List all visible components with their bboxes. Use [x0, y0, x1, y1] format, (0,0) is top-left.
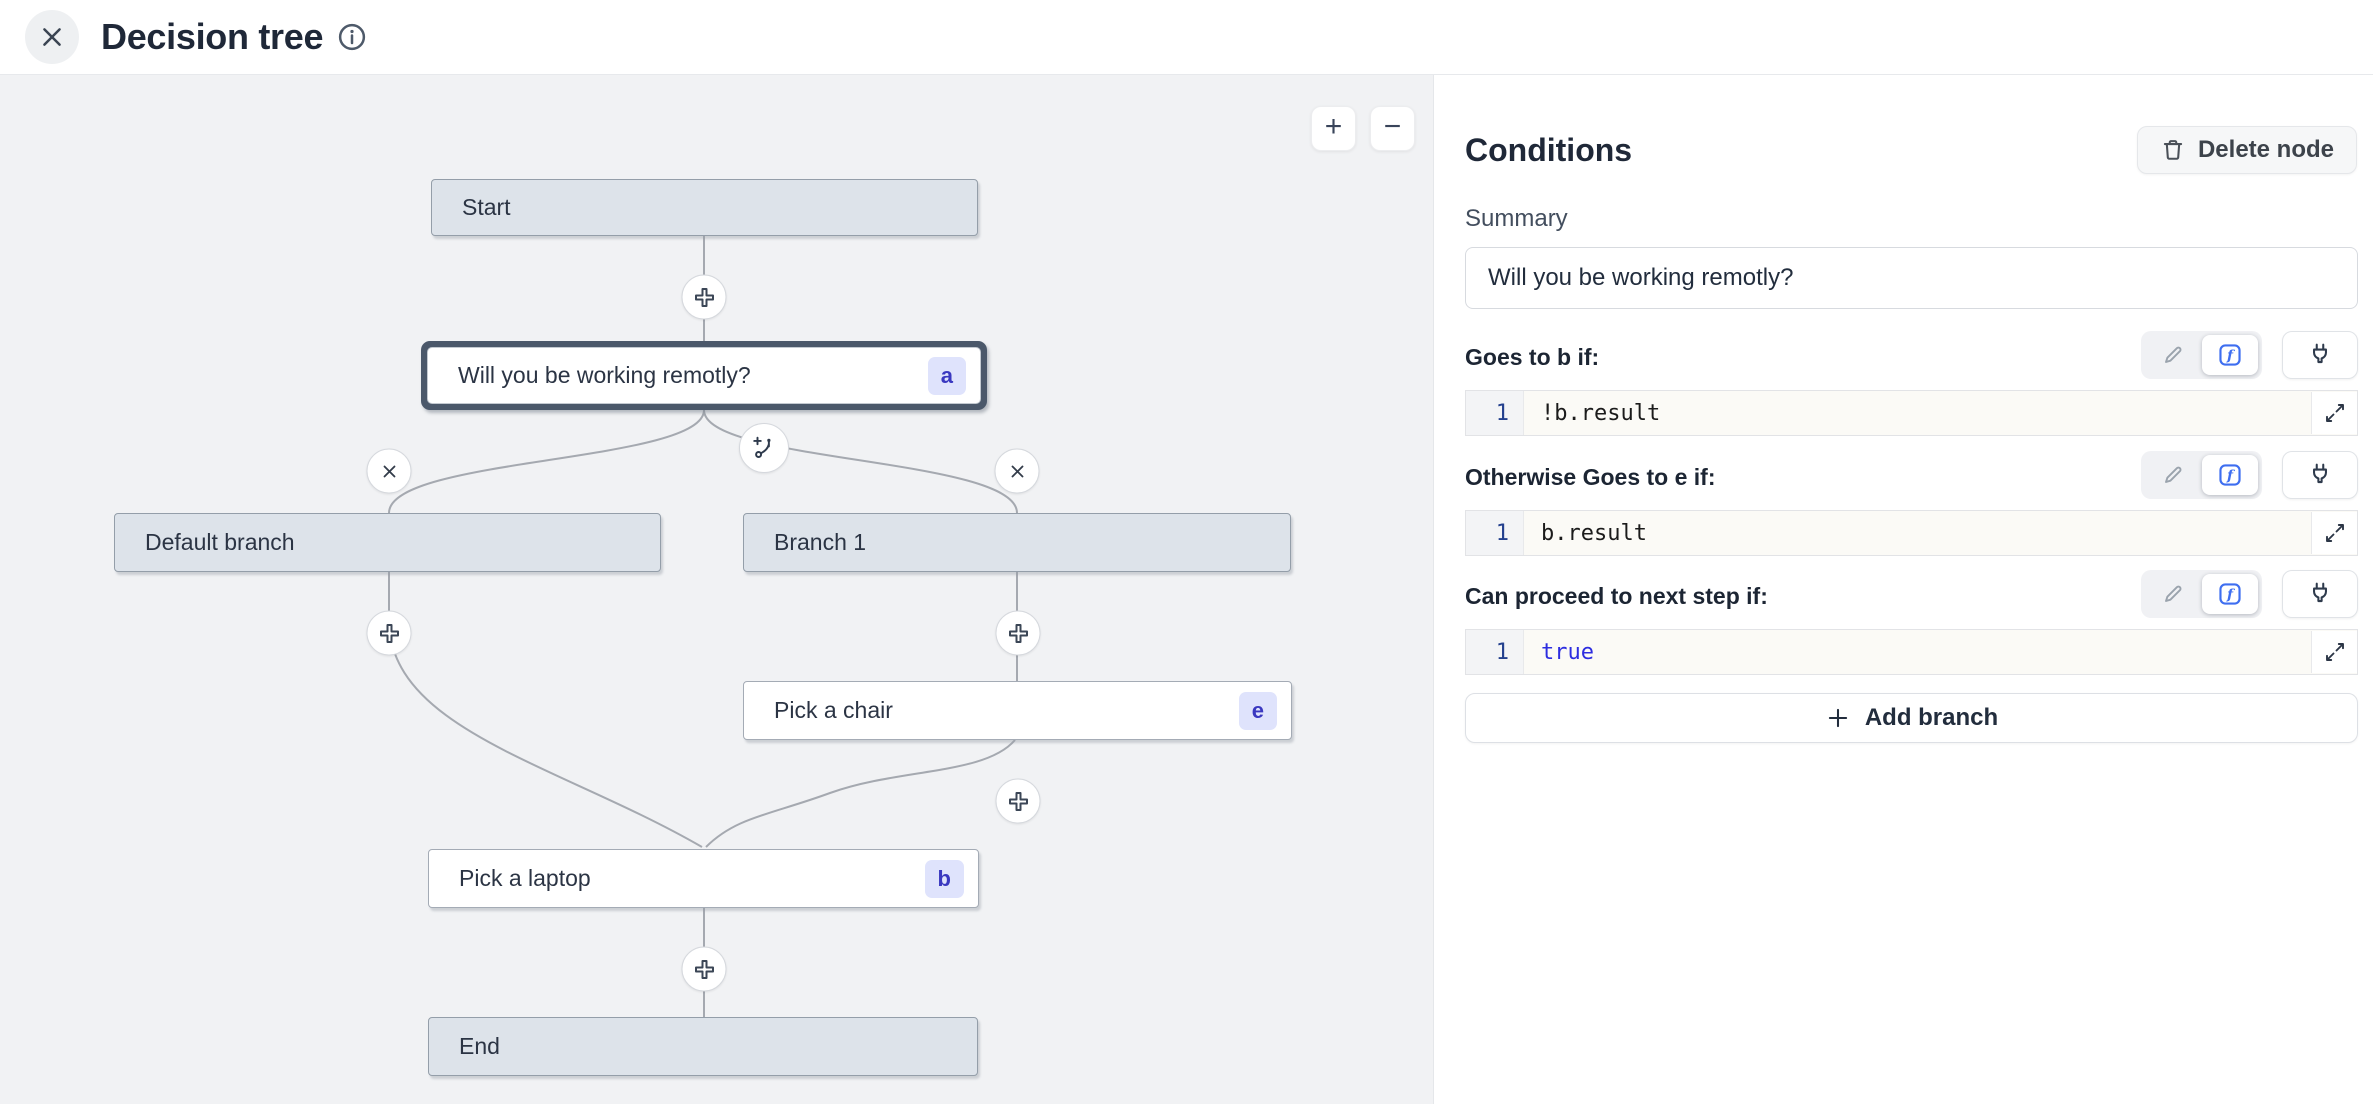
- text-mode-button[interactable]: [2145, 455, 2202, 495]
- zoom-in-button[interactable]: +: [1311, 106, 1356, 151]
- summary-label: Summary: [1465, 205, 1568, 232]
- node-start[interactable]: Start: [431, 179, 978, 236]
- close-button[interactable]: [25, 10, 79, 64]
- svg-text:f: f: [2226, 587, 2236, 603]
- delete-node-label: Delete node: [2197, 136, 2334, 163]
- fx-icon: f: [2219, 344, 2241, 366]
- expand-editor-button[interactable]: [2311, 631, 2357, 673]
- summary-input[interactable]: [1465, 247, 2358, 309]
- add-node-button[interactable]: [995, 778, 1041, 824]
- plug-icon: [2313, 343, 2327, 364]
- condition-label: Can proceed to next step if:: [1465, 583, 1768, 609]
- fx-mode-button[interactable]: f: [2201, 574, 2258, 614]
- close-icon: [43, 28, 61, 46]
- svg-text:f: f: [2226, 348, 2236, 364]
- fx-icon: f: [2219, 464, 2241, 486]
- node-label: Start: [462, 194, 511, 220]
- plus-icon: [694, 287, 714, 307]
- remove-branch-button[interactable]: [994, 448, 1040, 494]
- x-icon: [383, 465, 395, 477]
- text-mode-button[interactable]: [2145, 574, 2202, 614]
- code-content: b.result: [1541, 520, 1647, 546]
- add-node-button[interactable]: [366, 610, 412, 656]
- code-content: !b.result: [1541, 400, 1661, 426]
- panel-title: Conditions: [1465, 131, 1633, 168]
- editor-mode-toggle: f: [2141, 570, 2262, 618]
- fx-mode-button[interactable]: f: [2201, 455, 2258, 495]
- condition-label: Goes to b if:: [1465, 344, 1600, 370]
- line-number: 1: [1466, 511, 1524, 555]
- trash-icon: [2163, 140, 2183, 160]
- branch-plus-icon: [753, 436, 771, 458]
- fx-icon: f: [2219, 583, 2241, 605]
- page-title: Decision tree: [101, 16, 324, 57]
- add-node-button[interactable]: [995, 610, 1041, 656]
- node-end[interactable]: End: [428, 1017, 978, 1076]
- pencil-icon: [2165, 346, 2182, 363]
- editor-mode-toggle: f: [2141, 451, 2262, 499]
- code-editor-goes-to-b[interactable]: 1 !b.result: [1465, 390, 2358, 436]
- expand-editor-button[interactable]: [2311, 392, 2357, 434]
- plug-button[interactable]: [2282, 331, 2358, 379]
- node-question-selected[interactable]: Will you be working remotly? a: [421, 341, 987, 410]
- info-icon: [337, 22, 367, 52]
- canvas-zoom-controls: + −: [1311, 106, 1415, 151]
- remove-branch-button[interactable]: [366, 448, 412, 494]
- node-branch-1[interactable]: Branch 1: [743, 513, 1291, 572]
- node-label: End: [459, 1033, 500, 1059]
- text-mode-button[interactable]: [2145, 335, 2202, 375]
- zoom-out-button[interactable]: −: [1370, 106, 1415, 151]
- expand-icon: [2325, 404, 2344, 422]
- add-node-button[interactable]: [681, 946, 727, 992]
- node-label: Default branch: [145, 529, 295, 555]
- condition-section-goes-to-b: Goes to b if: f: [1465, 331, 2358, 436]
- code-editor-otherwise-e[interactable]: 1 b.result: [1465, 510, 2358, 556]
- pencil-icon: [2165, 585, 2182, 602]
- expand-icon: [2325, 643, 2344, 661]
- add-branch-label: Add branch: [1864, 704, 1999, 731]
- plus-icon: [1008, 623, 1028, 643]
- node-label: Pick a laptop: [459, 865, 591, 891]
- plug-button[interactable]: [2282, 570, 2358, 618]
- plus-icon: [1828, 708, 1847, 728]
- condition-section-proceed: Can proceed to next step if: f: [1465, 570, 2358, 675]
- add-node-button[interactable]: [681, 274, 727, 320]
- add-branch-button[interactable]: Add branch: [1465, 693, 2358, 743]
- plus-icon: [379, 623, 399, 643]
- code-editor-proceed[interactable]: 1 true: [1465, 629, 2358, 675]
- node-badge: b: [924, 859, 964, 898]
- node-label: Pick a chair: [774, 697, 893, 723]
- node-badge: a: [927, 356, 966, 395]
- node-label: Will you be working remotly?: [458, 362, 751, 388]
- fx-mode-button[interactable]: f: [2201, 335, 2258, 375]
- line-number: 1: [1466, 630, 1524, 674]
- node-default-branch[interactable]: Default branch: [114, 513, 661, 572]
- plus-icon: [694, 959, 714, 979]
- svg-text:f: f: [2226, 468, 2236, 484]
- pencil-icon: [2165, 466, 2182, 483]
- node-pick-a-chair[interactable]: Pick a chair e: [743, 681, 1292, 740]
- node-badge: e: [1238, 691, 1277, 730]
- conditions-panel: Conditions Delete node Summary Goes to b…: [1433, 75, 2373, 1104]
- delete-node-button[interactable]: Delete node: [2136, 126, 2357, 174]
- expand-editor-button[interactable]: [2311, 512, 2357, 554]
- plug-icon: [2313, 463, 2327, 484]
- add-branch-edge-button[interactable]: [739, 423, 789, 473]
- node-label: Branch 1: [774, 529, 867, 555]
- x-icon: [1011, 465, 1023, 477]
- plug-icon: [2313, 582, 2327, 603]
- header: Decision tree: [0, 0, 2373, 75]
- condition-section-otherwise-e: Otherwise Goes to e if: f: [1465, 451, 2358, 556]
- code-content: true: [1541, 639, 1594, 665]
- flow-canvas[interactable]: Start Will you be working remotly? a Def…: [0, 75, 1433, 1104]
- editor-mode-toggle: f: [2141, 331, 2262, 379]
- line-number: 1: [1466, 391, 1524, 435]
- condition-label: Otherwise Goes to e if:: [1465, 464, 1716, 490]
- plug-button[interactable]: [2282, 451, 2358, 499]
- plus-icon: [1008, 791, 1028, 811]
- expand-icon: [2325, 524, 2344, 542]
- node-pick-a-laptop[interactable]: Pick a laptop b: [428, 849, 979, 908]
